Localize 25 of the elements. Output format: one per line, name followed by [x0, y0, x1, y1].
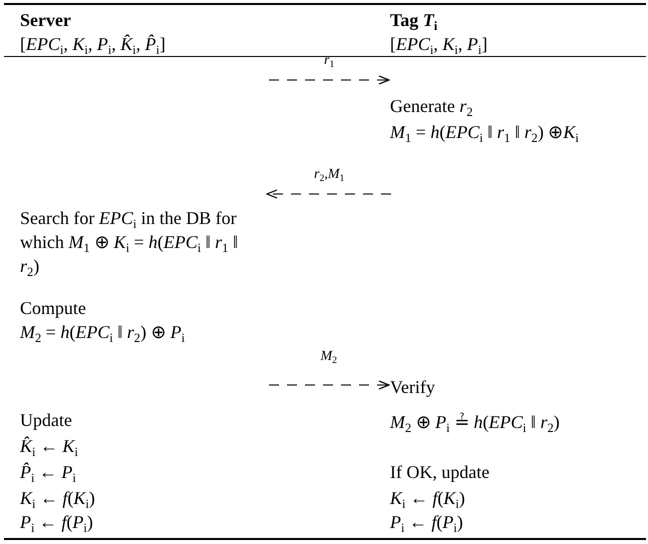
step-text: Search for EPC$_{i}$ in the DB for which M$_{1}$ ⊕ K$_{i}$ = h(EPC$_{i}$ ‖ r$_{1}$ ‖ r$_{2}$) — [20, 207, 239, 278]
dashed-arrow — [268, 380, 390, 390]
formula: M$_{2}$ ⊕ P$_{i}$ ≟ h(EPC$_{i}$ ‖ r$_{2}$) — [390, 411, 560, 434]
column-heading: Tag T$_{i}$ — [390, 9, 438, 32]
formula: P$_{i}$ ← f(P$_{i}$) — [390, 511, 464, 534]
step-text: If OK, update — [390, 461, 490, 484]
variable-list: [EPC$_{i}$, K$_{i}$, P$_{i}$] — [390, 32, 640, 56]
message-label: r$_{1}$ — [324, 52, 334, 70]
formula: M$_{2}$ = h(EPC$_{i}$ ‖ r$_{2}$) ⊕ P$_{i}$ — [20, 321, 185, 344]
formula: P̂$_{i}$ ← P$_{i}$ — [20, 461, 76, 484]
formula: K$_{i}$ ← f(K$_{i}$) — [20, 487, 96, 510]
step-text: Verify — [390, 376, 435, 399]
step-text: Generate r$_{2}$ — [390, 95, 473, 118]
message-label: M$_{2}$ — [320, 348, 338, 366]
step-text: Compute — [20, 297, 86, 320]
step-text: Update — [20, 409, 72, 432]
message-label: r$_{2}$,M$_{1}$ — [314, 166, 344, 184]
formula: P$_{i}$ ← f(P$_{i}$) — [20, 511, 94, 534]
variable-list: [EPC$_{i}$, K$_{i}$, P$_{i}$, K̂$_{i}$, P̂$_{i}$] — [20, 32, 268, 56]
formula: K$_{i}$ ← f(K$_{i}$) — [390, 487, 466, 510]
dashed-arrow — [266, 189, 392, 199]
formula: M$_{1}$ = h(EPC$_{i}$ ‖ r$_{1}$ ‖ r$_{2}$) ⊕K$_{i}$ — [390, 121, 580, 144]
formula: K̂$_{i}$ ← K$_{i}$ — [20, 435, 78, 458]
dashed-arrow — [268, 75, 390, 85]
column-heading: Server — [20, 9, 72, 32]
